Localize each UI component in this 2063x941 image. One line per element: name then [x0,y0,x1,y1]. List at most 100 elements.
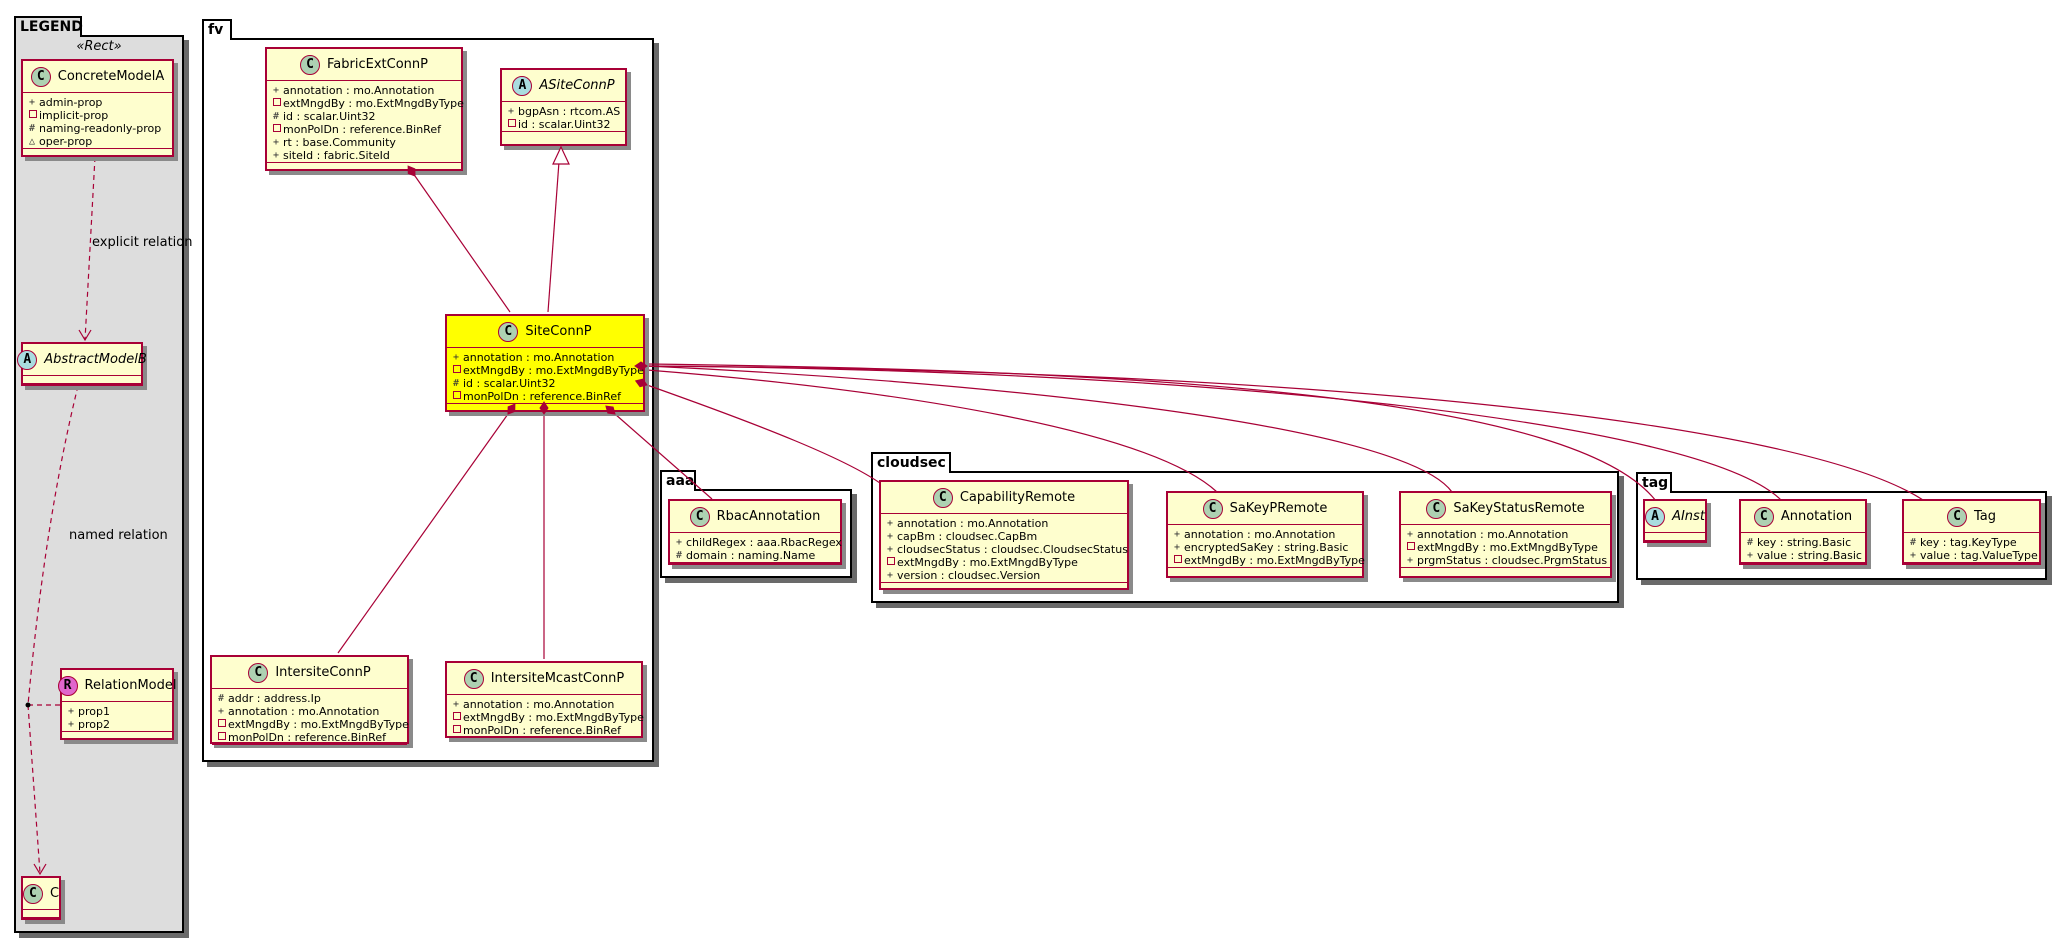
class-name: ConcreteModelA [57,69,165,84]
fabric-ext-conn-p-composition [414,175,511,313]
composition-diamond-mcast [539,401,549,415]
attribute-row: +encryptedSaKey : string.Basic [1174,541,1356,554]
sa-key-status-remote-composition [646,365,1453,493]
attribute-row: extMngdBy : mo.ExtMngdByType [273,97,464,110]
explicit-relation-arrow [78,329,92,342]
attribute-text: childRegex : aaa.RbacRegex [686,536,842,549]
visibility-icon: + [1407,529,1414,540]
class-annotation[interactable]: C Annotation #key : string.Basic+value : s… [1739,499,1867,565]
a-inst-composition [646,363,1664,513]
visibility-icon: + [1174,529,1181,540]
attribute-list: #key : tag.KeyType+value : tag.ValueType [1904,533,2039,563]
attribute-text: id : scalar.Uint32 [518,118,611,131]
attribute-row: +prop2 [68,718,166,731]
composition-diamond-shape [539,401,549,415]
class-icon: C [1946,506,1967,527]
rbac-annotation-composition [614,413,713,500]
class-name: Annotation [1780,509,1853,524]
attribute-text: admin-prop [39,96,103,109]
attribute-text: implicit-prop [39,109,109,122]
attribute-row: implicit-prop [29,109,166,122]
attribute-list: #key : string.Basic+value : string.Basic [1741,533,1865,563]
attribute-text: bgpAsn : rtcom.AS [518,105,621,118]
class-icon: C [689,506,710,527]
abstract-class-icon: A [512,75,533,96]
attribute-row: +annotation : mo.Annotation [218,705,401,718]
visibility-icon [1407,542,1417,553]
named-relation-label: named relation [69,528,168,543]
attribute-row: +capBm : cloudsec.CapBm [887,530,1121,543]
class-tag[interactable]: C Tag #key : tag.KeyType+value : tag.Value… [1902,499,2041,565]
visibility-icon: + [1174,542,1181,553]
attribute-row: +admin-prop [29,96,166,109]
class-name: IntersiteConnP [275,665,371,680]
class-icon: C [248,662,269,683]
attribute-text: annotation : mo.Annotation [897,517,1049,530]
visibility-icon: # [676,550,683,561]
visibility-icon: # [29,123,36,134]
attribute-row: +annotation : mo.Annotation [1174,528,1356,541]
visibility-icon [453,725,463,736]
visibility-icon: + [887,518,894,529]
composition-diamond-shape [634,378,648,388]
attribute-text: version : cloudsec.Version [897,569,1041,582]
abstract-class-icon: A [17,349,38,370]
class-icon: C [932,487,953,508]
attribute-text: key : string.Basic [1757,536,1852,549]
visibility-icon [453,391,463,402]
attribute-row: +annotation : mo.Annotation [1407,528,1604,541]
attribute-row: id : scalar.Uint32 [508,118,619,131]
class-name: FabricExtConnP [327,57,428,72]
visibility-icon: + [508,106,515,117]
visibility-icon: + [273,85,280,96]
attribute-text: siteId : fabric.SiteId [283,149,390,162]
class-icon: C [1753,506,1774,527]
class-icon: C [30,66,51,87]
annotation-composition [646,365,1782,501]
attribute-row: +version : cloudsec.Version [887,569,1121,582]
class-icon: C [463,668,484,689]
attribute-text: capBm : cloudsec.CapBm [897,530,1038,543]
visibility-icon: + [29,97,36,108]
attribute-text: prop1 [78,705,110,718]
composition-diamond-shape [507,403,516,415]
attribute-text: annotation : mo.Annotation [463,351,615,364]
attribute-row: +prgmStatus : cloudsec.PrgmStatus [1407,554,1607,567]
visibility-icon: + [218,706,225,717]
attribute-row: extMngdBy : mo.ExtMngdByType [1174,554,1365,567]
class-name: Tag [1973,509,1996,524]
attribute-row: extMngdBy : mo.ExtMngdByType [1407,541,1604,554]
attribute-row: #id : scalar.Uint32 [273,110,455,123]
class-header: C IntersiteConnP [212,657,407,689]
named-relation-line-lower [27,704,41,874]
visibility-icon: # [218,693,225,704]
attribute-row: extMngdBy : mo.ExtMngdByType [218,718,409,731]
visibility-icon [273,98,283,109]
attribute-text: prop2 [78,718,110,731]
attribute-text: monPolDn : reference.BinRef [463,724,621,737]
